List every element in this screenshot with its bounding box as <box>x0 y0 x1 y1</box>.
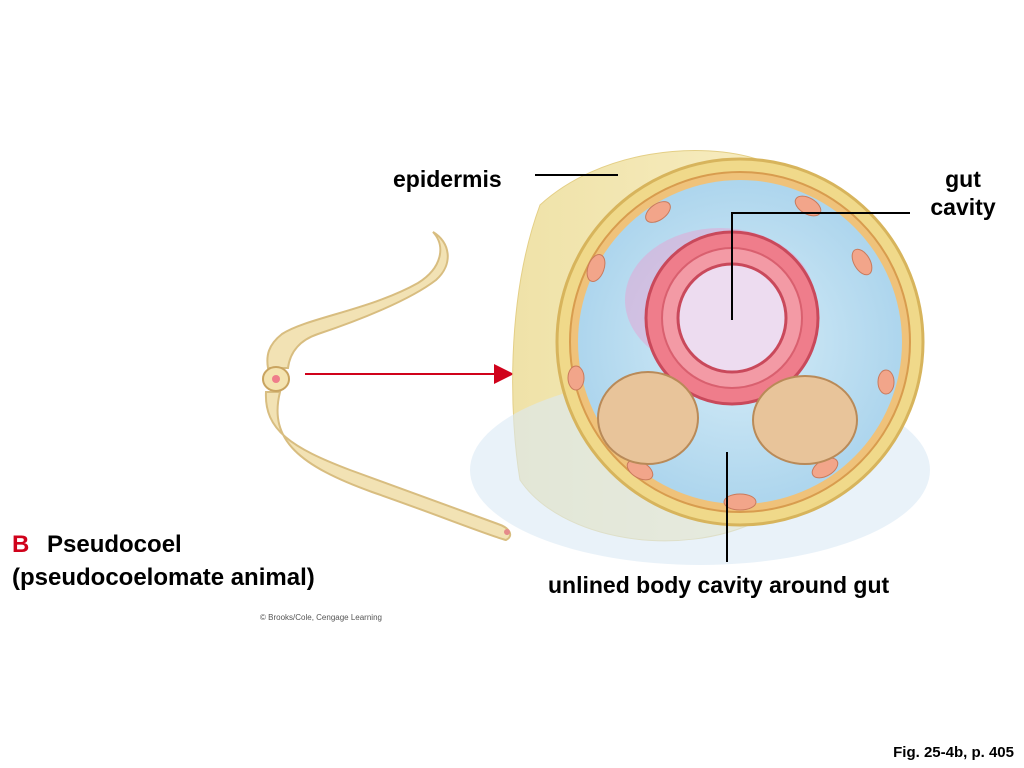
caption-title: Pseudocoel <box>47 531 182 558</box>
caption-subtitle: (pseudocoelomate animal) <box>12 564 315 591</box>
label-epidermis: epidermis <box>393 166 502 192</box>
worm-lower-body <box>264 391 512 542</box>
worm-mouth <box>504 529 510 535</box>
worm-upper-body <box>266 231 449 369</box>
cross-section <box>470 149 930 565</box>
label-gut-cavity: gut cavity <box>900 165 1024 221</box>
label-unlined-body-cavity: unlined body cavity around gut <box>548 572 890 598</box>
reproductive-organs <box>597 371 858 465</box>
figure-reference: Fig. 25-4b, p. 405 <box>893 744 1014 761</box>
label-gut-cavity-line2: cavity <box>930 194 996 220</box>
roundworm <box>262 231 512 542</box>
caption-letter: B <box>12 531 30 558</box>
label-gut-cavity-line1: gut <box>945 166 981 192</box>
worm-cut-gut <box>272 375 280 383</box>
gut-cavity-leader-line <box>731 212 910 320</box>
copyright-credit: © Brooks/Cole, Cengage Learning <box>260 613 382 622</box>
